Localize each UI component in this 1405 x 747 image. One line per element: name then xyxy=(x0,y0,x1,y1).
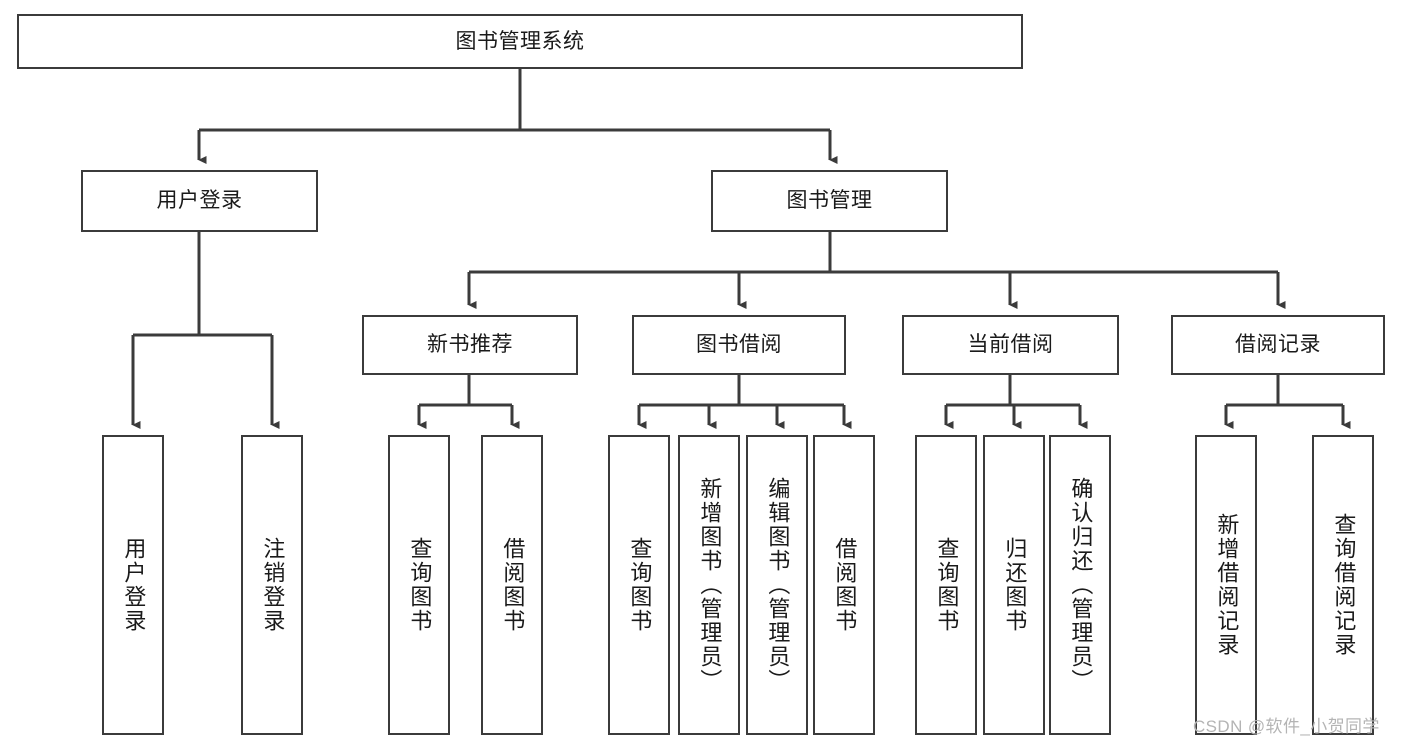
node-borrow-record-label: 借阅记录 xyxy=(1235,333,1321,357)
node-leaf-query-borrow-record-label: 查询借阅记录 xyxy=(1331,513,1357,657)
node-leaf-query-book-recommend-label: 查询图书 xyxy=(407,537,433,633)
node-current-borrow[interactable]: 当前借阅 xyxy=(902,315,1119,375)
node-leaf-confirm-return-label: 确认归还（管理员） xyxy=(1068,477,1094,693)
node-leaf-query-book-current[interactable]: 查询图书 xyxy=(915,435,977,735)
node-user-login-label: 用户登录 xyxy=(156,189,243,213)
node-book-borrow-label: 图书借阅 xyxy=(696,333,782,357)
node-leaf-add-book-label: 新增图书（管理员） xyxy=(697,477,723,693)
node-book-borrow[interactable]: 图书借阅 xyxy=(632,315,846,375)
node-leaf-confirm-return[interactable]: 确认归还（管理员） xyxy=(1049,435,1111,735)
node-leaf-borrow-book-recommend-label: 借阅图书 xyxy=(500,537,526,633)
node-leaf-borrow-book-recommend[interactable]: 借阅图书 xyxy=(481,435,543,735)
node-leaf-query-book-recommend[interactable]: 查询图书 xyxy=(388,435,450,735)
node-book-manage-label: 图书管理 xyxy=(786,189,873,213)
node-new-book-recommend-label: 新书推荐 xyxy=(427,333,513,357)
node-leaf-user-login[interactable]: 用户登录 xyxy=(102,435,164,735)
node-leaf-query-book-borrow[interactable]: 查询图书 xyxy=(608,435,670,735)
node-leaf-return-book-label: 归还图书 xyxy=(1002,537,1028,633)
node-leaf-query-borrow-record[interactable]: 查询借阅记录 xyxy=(1312,435,1374,735)
node-leaf-query-book-borrow-label: 查询图书 xyxy=(627,537,653,633)
node-leaf-borrow-book-label: 借阅图书 xyxy=(832,537,858,633)
node-leaf-borrow-book[interactable]: 借阅图书 xyxy=(813,435,875,735)
node-leaf-add-book[interactable]: 新增图书（管理员） xyxy=(678,435,740,735)
node-leaf-user-login-label: 用户登录 xyxy=(121,537,147,633)
node-leaf-add-borrow-record[interactable]: 新增借阅记录 xyxy=(1195,435,1257,735)
node-root[interactable]: 图书管理系统 xyxy=(17,14,1023,69)
node-leaf-edit-book-label: 编辑图书（管理员） xyxy=(765,477,791,693)
node-book-manage[interactable]: 图书管理 xyxy=(711,170,948,232)
node-user-login[interactable]: 用户登录 xyxy=(81,170,318,232)
node-leaf-edit-book[interactable]: 编辑图书（管理员） xyxy=(746,435,808,735)
node-leaf-logout[interactable]: 注销登录 xyxy=(241,435,303,735)
node-current-borrow-label: 当前借阅 xyxy=(967,333,1054,357)
node-root-label: 图书管理系统 xyxy=(455,29,585,53)
node-leaf-add-borrow-record-label: 新增借阅记录 xyxy=(1214,513,1240,657)
node-leaf-query-book-current-label: 查询图书 xyxy=(934,537,960,633)
node-borrow-record[interactable]: 借阅记录 xyxy=(1171,315,1385,375)
watermark: CSDN @软件_小贺同学 xyxy=(1193,717,1380,736)
node-new-book-recommend[interactable]: 新书推荐 xyxy=(362,315,578,375)
node-leaf-return-book[interactable]: 归还图书 xyxy=(983,435,1045,735)
node-leaf-logout-label: 注销登录 xyxy=(260,537,286,633)
